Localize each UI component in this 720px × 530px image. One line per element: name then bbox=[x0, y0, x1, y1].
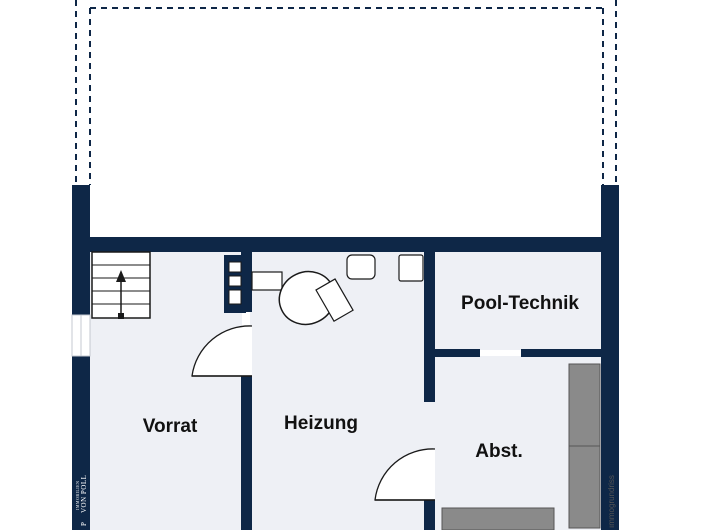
wall-heizung-right-lower bbox=[424, 500, 435, 530]
brand-logo-main: VON POLL bbox=[80, 475, 88, 513]
room-label-pool-technik: Pool-Technik bbox=[461, 293, 579, 314]
wall-vorrat-heizung-upper bbox=[241, 250, 252, 312]
wall-pool-abst-right bbox=[521, 349, 602, 357]
wall-vorrat-heizung bbox=[241, 376, 252, 530]
wall-heizung-right bbox=[424, 250, 435, 402]
room-label-vorrat: Vorrat bbox=[143, 416, 198, 437]
door-swing-icon-2 bbox=[374, 448, 436, 501]
room-floor-pool-technik bbox=[432, 250, 602, 350]
brand-logo-sub: IMMOBILIEN bbox=[75, 481, 80, 510]
brand-logo: P VON POLL IMMOBILIEN bbox=[75, 475, 88, 526]
room-label-heizung: Heizung bbox=[284, 413, 358, 434]
tank-icon-right bbox=[398, 254, 424, 282]
shelving-icon bbox=[441, 363, 601, 530]
staircase-icon bbox=[91, 251, 151, 319]
terrace-dashed-outline bbox=[75, 0, 617, 185]
wall-pool-abst-left bbox=[432, 349, 480, 357]
terrace-area bbox=[90, 8, 603, 238]
door-swing-icon bbox=[191, 325, 253, 377]
brand-logo-initial: P bbox=[80, 522, 88, 526]
wall-niche-fixtures bbox=[224, 255, 246, 313]
boiler-icon bbox=[251, 270, 354, 326]
tank-icon-left bbox=[346, 254, 376, 280]
wall-right-outer bbox=[601, 185, 619, 530]
wall-left-lower bbox=[72, 356, 90, 530]
wall-top-inner bbox=[72, 237, 619, 252]
room-label-abst: Abst. bbox=[475, 441, 523, 462]
watermark-text: ımmogrundriss bbox=[607, 475, 616, 528]
